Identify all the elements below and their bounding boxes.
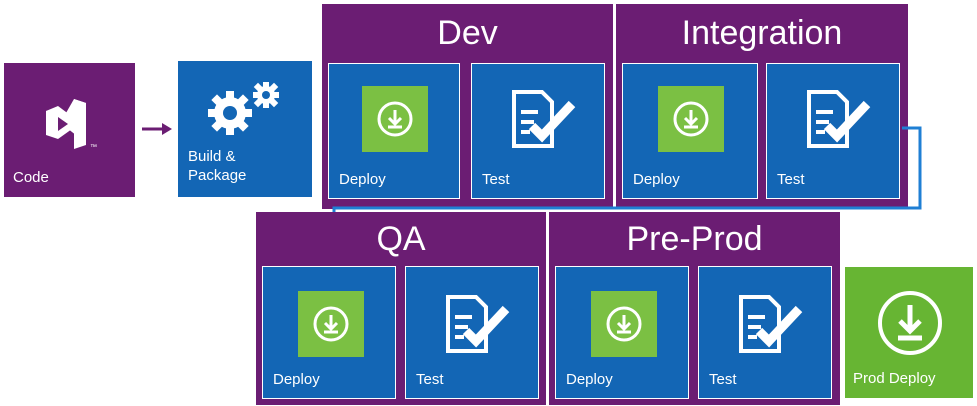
environment-dev: Dev Deploy Test xyxy=(322,4,613,209)
download-icon xyxy=(673,101,709,137)
build-label-line2: Package xyxy=(188,167,247,184)
code-label: Code xyxy=(13,169,49,186)
preprod-test-tile[interactable]: Test xyxy=(698,266,832,399)
environment-title-qa: QA xyxy=(376,220,426,258)
deploy-label: Deploy xyxy=(339,171,386,188)
download-icon xyxy=(606,306,642,342)
arrow-code-to-build xyxy=(142,123,172,135)
environment-qa: QA Deploy Test xyxy=(256,212,546,405)
test-label: Test xyxy=(482,171,510,188)
download-icon xyxy=(878,291,942,355)
prod-deploy-label: Prod Deploy xyxy=(853,370,936,387)
environment-title-dev: Dev xyxy=(437,14,498,52)
deploy-badge xyxy=(298,291,364,357)
download-icon xyxy=(313,306,349,342)
gears-icon xyxy=(208,82,279,135)
integration-test-tile[interactable]: Test xyxy=(766,63,900,199)
deploy-badge xyxy=(658,86,724,152)
test-label: Test xyxy=(416,371,444,388)
deploy-label: Deploy xyxy=(273,371,320,388)
test-label: Test xyxy=(777,171,805,188)
test-checklist-icon xyxy=(446,295,510,353)
test-checklist-icon xyxy=(739,295,803,353)
deploy-label: Deploy xyxy=(566,371,613,388)
deploy-badge xyxy=(362,86,428,152)
dev-test-tile[interactable]: Test xyxy=(471,63,605,199)
build-package-tile[interactable]: Build & Package xyxy=(177,60,313,198)
code-tile[interactable]: ™ Code xyxy=(3,62,136,198)
test-checklist-icon xyxy=(807,90,871,148)
test-checklist-icon xyxy=(512,90,576,148)
integration-deploy-tile[interactable]: Deploy xyxy=(622,63,758,199)
qa-deploy-tile[interactable]: Deploy xyxy=(262,266,396,399)
preprod-deploy-tile[interactable]: Deploy xyxy=(555,266,689,399)
svg-text:™: ™ xyxy=(90,144,97,149)
prod-deploy-tile[interactable]: Prod Deploy xyxy=(844,266,974,399)
deploy-label: Deploy xyxy=(633,171,680,188)
environment-title-integration: Integration xyxy=(681,14,843,52)
qa-test-tile[interactable]: Test xyxy=(405,266,539,399)
environment-integration: Integration Deploy Test xyxy=(616,4,908,209)
test-label: Test xyxy=(709,371,737,388)
environment-title-preprod: Pre-Prod xyxy=(626,220,763,258)
visual-studio-icon: ™ xyxy=(46,99,97,149)
build-label-line1: Build & xyxy=(188,148,236,165)
environment-preprod: Pre-Prod Deploy Test xyxy=(549,212,840,405)
deploy-badge xyxy=(591,291,657,357)
download-icon xyxy=(377,101,413,137)
dev-deploy-tile[interactable]: Deploy xyxy=(328,63,460,199)
